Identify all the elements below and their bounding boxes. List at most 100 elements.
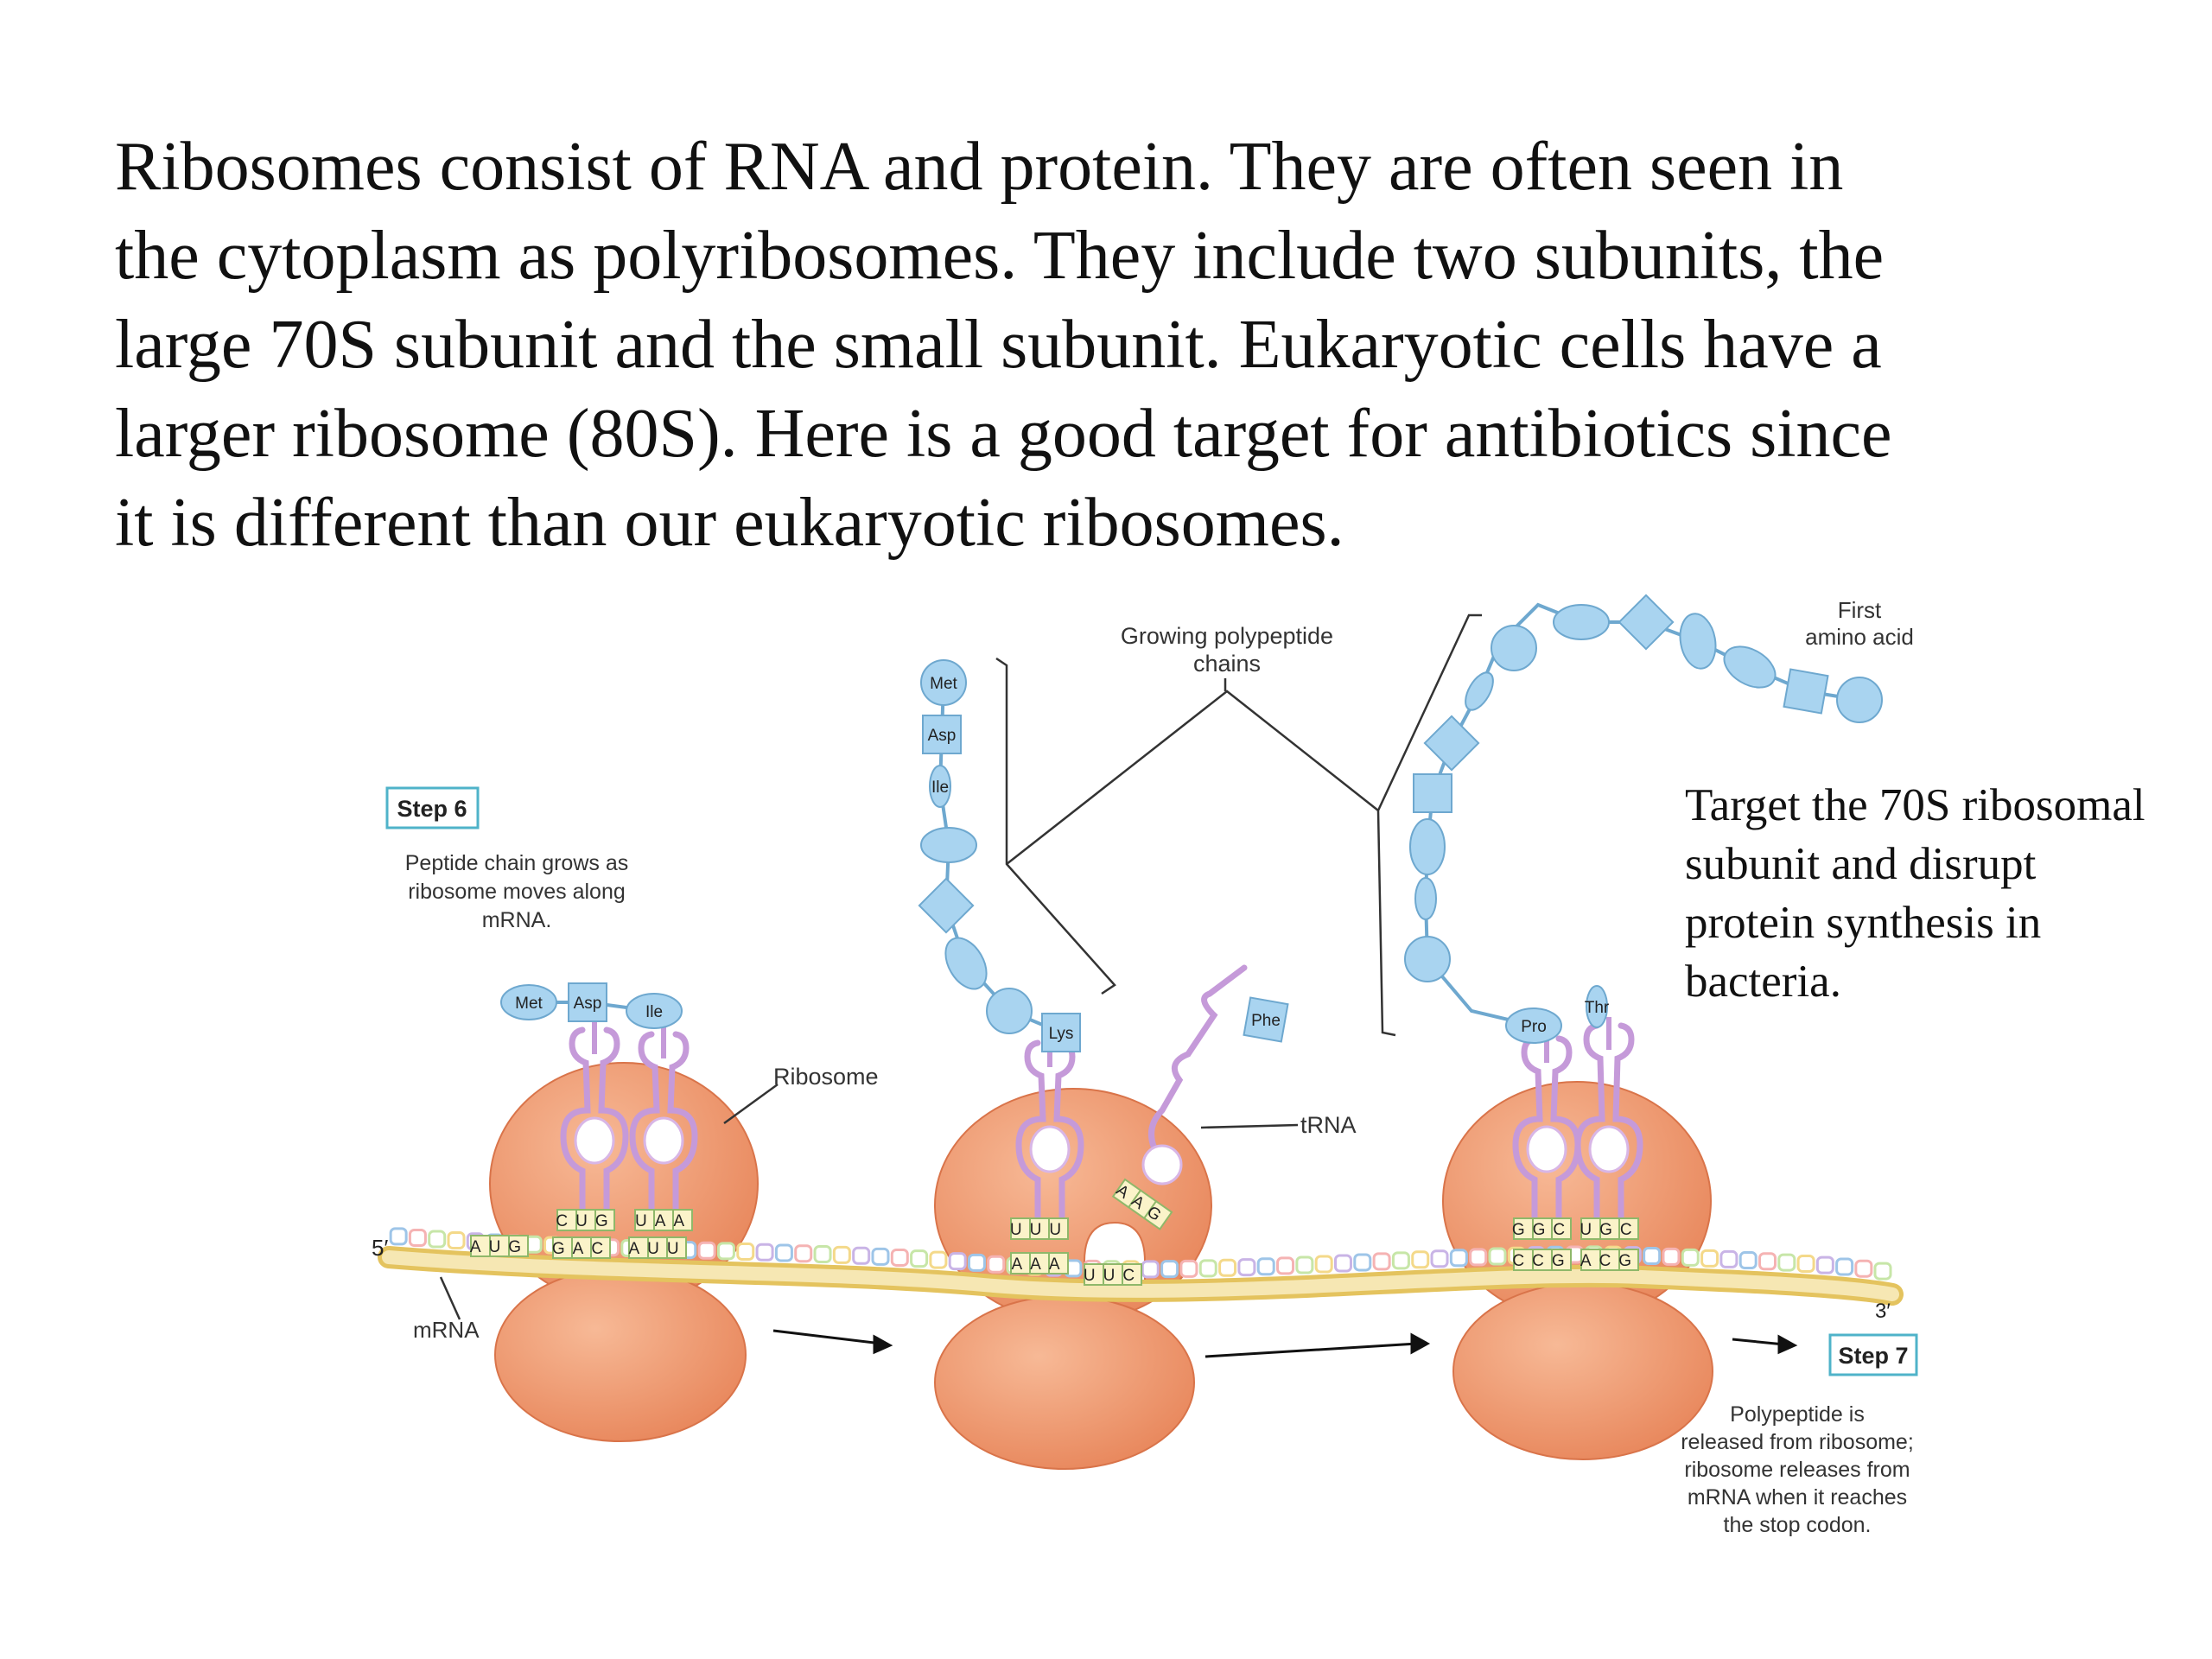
codon-cell xyxy=(1551,1217,1572,1240)
codon-text: UUU xyxy=(1010,1221,1069,1239)
trna-strand xyxy=(1574,1022,1643,1222)
side-note: Target the 70S ribosomal subunit and dis… xyxy=(1685,776,2203,1011)
mrna-nucleotide xyxy=(1777,1253,1796,1272)
amino-acid-label: Pro xyxy=(1521,1018,1547,1036)
codon-text: UUC xyxy=(1084,1267,1142,1285)
mrna-nucleotide xyxy=(1372,1252,1391,1271)
paragraph-line: the cytoplasm as polyribosomes. They inc… xyxy=(115,218,1885,294)
codon-cell xyxy=(590,1236,611,1259)
step6-desc-line: Peptide chain grows as xyxy=(405,851,628,875)
mrna-nucleotide xyxy=(1430,1249,1449,1268)
codon-cell xyxy=(666,1236,687,1259)
amino-acid xyxy=(1409,818,1446,875)
first-amino-label: amino acid xyxy=(1805,624,1914,650)
amino-acid xyxy=(1243,996,1289,1043)
mrna-nucleotide xyxy=(929,1250,948,1269)
mrna-label: mRNA xyxy=(413,1317,480,1343)
codon-text: AUU xyxy=(628,1240,686,1258)
mrna-nucleotide xyxy=(428,1230,447,1249)
mrna-nucleotide xyxy=(1738,1251,1758,1270)
mrna-nucleotide xyxy=(736,1243,755,1262)
direction-arrows xyxy=(772,1329,1798,1358)
amino-acid xyxy=(986,988,1033,1034)
mrna-nucleotide xyxy=(890,1248,909,1267)
mrna-nucleotide xyxy=(813,1244,832,1263)
amino-acid xyxy=(1413,773,1452,813)
peptide-bond xyxy=(1423,602,1860,1027)
amino-acid xyxy=(1414,877,1437,920)
codon-cell xyxy=(594,1209,615,1231)
side-note-line: bacteria. xyxy=(1685,957,1841,1007)
first-amino-label: First xyxy=(1838,597,1882,623)
mrna-nucleotide xyxy=(948,1252,967,1271)
amino-acid-label: Asp xyxy=(928,727,957,745)
mrna-nucleotide xyxy=(1179,1259,1198,1278)
mrna-nucleotide xyxy=(1835,1257,1854,1276)
mrna-nucleotide xyxy=(1488,1247,1507,1266)
ribosome-label: Ribosome xyxy=(773,1064,879,1090)
amino-acid-label: Ile xyxy=(645,1003,663,1021)
trna-ribosome-3-a xyxy=(1512,1030,1581,1222)
amino-acid-label: Asp xyxy=(574,995,602,1013)
anticodon-r1-a: CUG xyxy=(556,1209,615,1231)
amino-acid xyxy=(1505,1007,1562,1044)
amino-acid xyxy=(1679,613,1717,670)
codon-cell xyxy=(1048,1252,1069,1274)
mrna-nucleotide xyxy=(716,1242,735,1261)
amino-acid xyxy=(944,937,988,990)
mrna-nucleotide xyxy=(967,1253,986,1272)
codon-cell xyxy=(508,1235,529,1257)
step7-box xyxy=(1828,1333,1918,1376)
mrna-nucleotide xyxy=(1873,1262,1892,1281)
amino-acid xyxy=(1041,1013,1081,1052)
amino-acid xyxy=(920,827,977,863)
codon-text: ACG xyxy=(1580,1252,1639,1270)
codon-text: CUG xyxy=(556,1212,615,1230)
amino-acid xyxy=(929,765,951,808)
mrna-nucleotide xyxy=(408,1229,427,1248)
trna-ribosome-1-b xyxy=(629,1026,698,1213)
amino-acid xyxy=(1404,936,1451,982)
step6-title: Step 6 xyxy=(397,796,467,822)
mrna-nucleotide xyxy=(1160,1260,1179,1279)
amino-acid-label: Lys xyxy=(1049,1025,1074,1043)
mrna-nucleotide xyxy=(871,1247,890,1266)
mrna-nucleotide xyxy=(1469,1248,1488,1267)
mrna-codon-r2: AAA xyxy=(1010,1252,1069,1274)
mrna-nucleotide xyxy=(1662,1247,1681,1266)
mrna-nucleotide xyxy=(1681,1248,1700,1267)
leader-lines xyxy=(439,613,1482,1320)
codon-cell xyxy=(1618,1249,1639,1271)
amino-acid-label: Met xyxy=(515,995,543,1013)
mrna-codon-r1-b: GAC xyxy=(552,1236,611,1259)
step6-desc-line: mRNA. xyxy=(482,908,552,932)
mrna-nucleotide xyxy=(852,1246,871,1265)
mrna-nucleotide xyxy=(1256,1257,1275,1276)
side-note-line: subunit and disrupt xyxy=(1685,839,2037,889)
amino-acid-label: Thr xyxy=(1585,999,1610,1017)
amino-acid xyxy=(568,982,607,1022)
mrna-nucleotide xyxy=(389,1227,408,1246)
amino-acid xyxy=(500,984,557,1020)
amino-acid xyxy=(922,715,962,754)
mrna-nucleotide xyxy=(1314,1255,1333,1274)
trna-ribosome-3-b xyxy=(1574,1017,1643,1222)
step6-desc-line: ribosome moves along xyxy=(408,880,626,904)
mrna-strand xyxy=(378,1227,1904,1306)
amino-acid xyxy=(1836,677,1883,723)
trna-strand xyxy=(560,1027,629,1213)
mrna-codon-r2-next: UUC xyxy=(1084,1263,1142,1286)
amino-acid xyxy=(918,877,975,934)
codon-text: UGC xyxy=(1580,1221,1639,1239)
paragraph-line: Ribosomes consist of RNA and protein. Th… xyxy=(115,129,1844,205)
trna-loop xyxy=(1526,1125,1567,1173)
codon-text: AUG xyxy=(470,1238,529,1256)
mrna-nucleotide xyxy=(1815,1255,1834,1274)
trna-loop xyxy=(643,1116,684,1165)
codon-cell xyxy=(1142,1199,1173,1230)
mrna-codon-r3-a: CCG xyxy=(1512,1249,1572,1271)
main-paragraph: Ribosomes consist of RNA and protein. Th… xyxy=(115,123,2128,568)
mrna-nucleotide xyxy=(1218,1258,1237,1277)
growing-chains-label: chains xyxy=(1193,651,1261,677)
